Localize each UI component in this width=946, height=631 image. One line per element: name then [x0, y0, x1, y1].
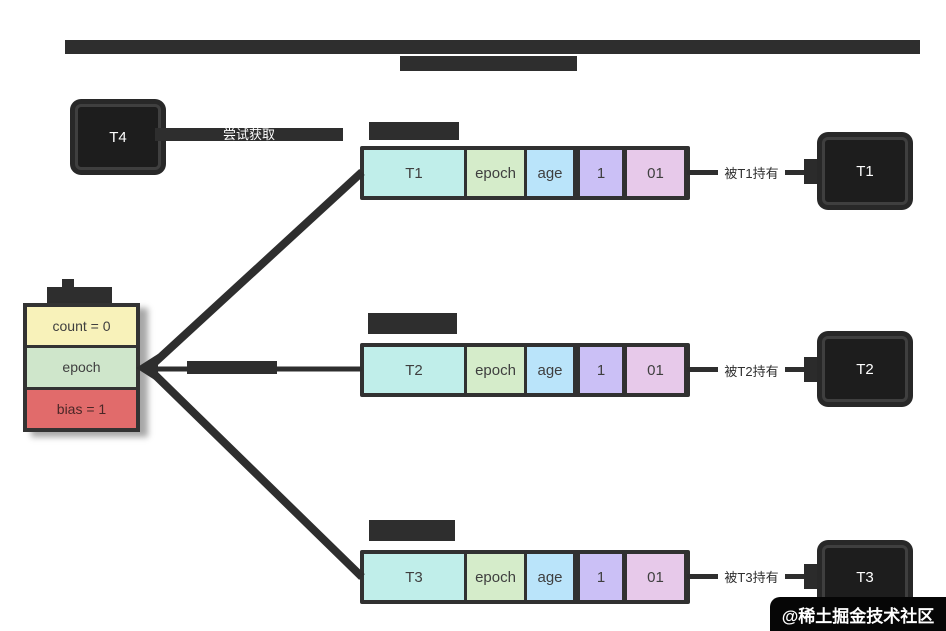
markword-row-2: T2 epoch age 1 01 — [360, 343, 690, 397]
row1-bias-flag-cell: 1 — [580, 150, 622, 196]
watermark-badge: @稀土掘金技术社区 — [770, 597, 946, 631]
row3-lock-bits-cell: 01 — [627, 554, 684, 600]
t4-try-acquire-connector: 尝试获取 — [155, 128, 343, 141]
bias-cell: bias = 1 — [27, 389, 136, 428]
row1-lock-bits-cell: 01 — [627, 150, 684, 196]
connector-line-row1 — [149, 169, 365, 368]
row2-box-stub — [804, 357, 822, 382]
thread-box-t1-label: T1 — [856, 162, 874, 180]
row2-bias-flag-cell: 1 — [580, 347, 622, 393]
redacted-title-line-2 — [400, 56, 577, 71]
redacted-row3-caption — [369, 520, 455, 541]
markword-row-3: T3 epoch age 1 01 — [360, 550, 690, 604]
redacted-leftbox-caption — [47, 287, 112, 304]
row2-holder-label: 被T2持有 — [718, 360, 785, 380]
epoch-cell: epoch — [27, 348, 136, 390]
row3-epoch-cell: epoch — [467, 554, 524, 600]
row2-age-cell: age — [527, 347, 573, 393]
redacted-row1-caption — [369, 122, 459, 140]
redacted-title-line-1 — [65, 40, 920, 54]
t4-try-acquire-label: 尝试获取 — [222, 127, 275, 142]
thread-box-t2-label: T2 — [856, 360, 874, 378]
row1-holder-label: 被T1持有 — [718, 162, 785, 182]
row3-age-cell: age — [527, 554, 573, 600]
row2-epoch-cell: epoch — [467, 347, 524, 393]
row3-bias-flag-cell: 1 — [580, 554, 622, 600]
thread-box-t3-label: T3 — [856, 568, 874, 586]
row2-thread-cell: T2 — [364, 347, 464, 393]
row1-box-stub — [804, 159, 822, 184]
row3-thread-cell: T3 — [364, 554, 464, 600]
thread-box-t2: T2 — [822, 336, 908, 402]
thread-box-t4: T4 — [75, 104, 161, 170]
count-cell: count = 0 — [27, 307, 136, 349]
thread-box-t4-label: T4 — [109, 128, 127, 146]
markword-row-1: T1 epoch age 1 01 — [360, 146, 690, 200]
thread-box-t1: T1 — [822, 137, 908, 205]
row2-lock-bits-cell: 01 — [627, 347, 684, 393]
redacted-leftbox-caption-nub — [62, 279, 74, 288]
redacted-row2-caption — [368, 313, 457, 334]
connector-line-row3 — [149, 369, 365, 580]
epoch-state-box: count = 0 epoch bias = 1 — [23, 303, 140, 432]
row1-thread-cell: T1 — [364, 150, 464, 196]
redacted-connector-label — [187, 361, 277, 374]
row3-box-stub — [804, 564, 822, 589]
row1-epoch-cell: epoch — [467, 150, 524, 196]
row3-holder-label: 被T3持有 — [718, 566, 785, 586]
row1-age-cell: age — [527, 150, 573, 196]
